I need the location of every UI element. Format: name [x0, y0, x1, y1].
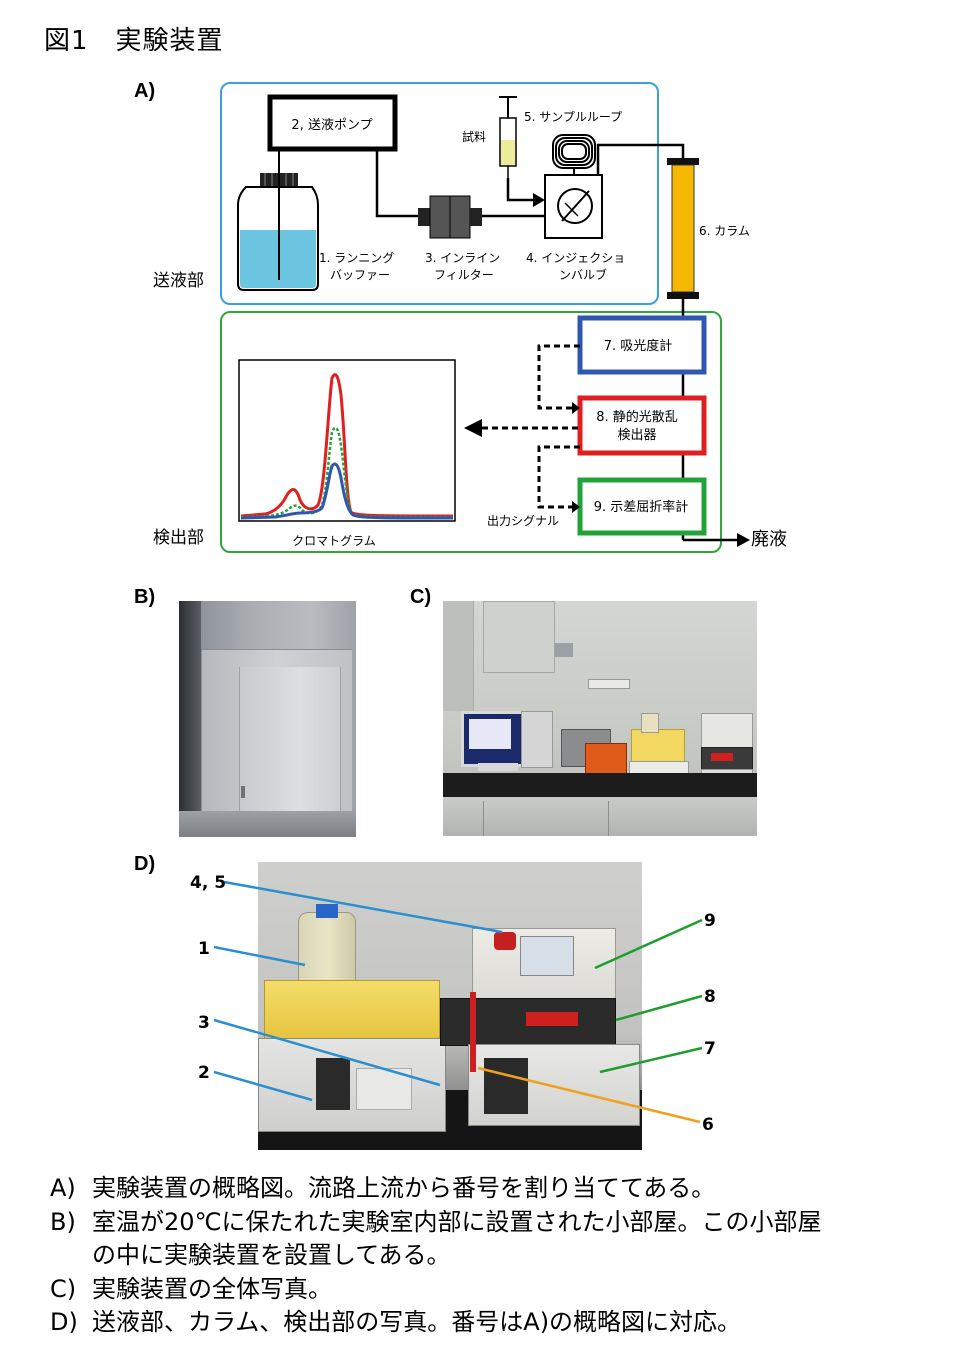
sample-syringe-icon	[499, 96, 517, 178]
column-icon	[667, 158, 699, 299]
chromatogram-label: クロマトグラム	[292, 534, 376, 548]
callout-1: 1	[198, 939, 210, 959]
sls-detector-box	[577, 395, 707, 456]
callout-2: 2	[198, 1063, 210, 1083]
filter-label-line2: フィルター	[434, 268, 494, 282]
callout-6: 6	[702, 1115, 714, 1135]
output-label: 出力シグナル	[487, 514, 559, 528]
caption-a-text: 実験装置の概略図。流路上流から番号を割り当ててある。	[92, 1174, 716, 1202]
injection-valve-icon	[544, 174, 603, 239]
caption-b-text-2: の中に実験装置を設置してある。	[92, 1241, 451, 1269]
pump-label: 2, 送液ポンプ	[291, 118, 372, 133]
feed-section-label: 送液部	[153, 271, 204, 291]
caption-b-text-1: 室温が20℃に保たれた実験室内部に設置された小部屋。この小部屋	[92, 1208, 822, 1236]
caption-c-key: C)	[50, 1275, 77, 1303]
closeup-callouts: 4, 5 1 3 2 9 8 7 6	[190, 873, 716, 1135]
closeup-photo	[258, 862, 642, 1150]
panel-c-label: C)	[410, 586, 432, 608]
filter-label-line1: 3. インライン	[425, 251, 500, 265]
panel-d-label: D)	[134, 853, 156, 875]
callout-9: 9	[704, 911, 716, 931]
sample-label: 試料	[462, 129, 486, 144]
caption-d-key: D)	[50, 1308, 78, 1336]
callout-3: 3	[198, 1013, 210, 1033]
signal-lines	[480, 344, 580, 509]
schematic-diagram: 2, 送液ポンプ 試料 5. サンプルループ	[153, 82, 787, 553]
uv-label: 7. 吸光度計	[604, 338, 673, 354]
caption-d-text: 送液部、カラム、検出部の写真。番号はA)の概略図に対応。	[92, 1308, 742, 1336]
inline-filter-icon	[418, 195, 482, 239]
uv-trace	[240, 462, 454, 520]
valve-label-line2: ンバルブ	[559, 267, 607, 282]
callout-4-5: 4, 5	[190, 873, 226, 893]
sls-label-line1: 8. 静的光散乱	[596, 409, 678, 425]
signal-arrow-icon	[464, 419, 482, 437]
sls-label-line2: 検出器	[617, 428, 656, 443]
callout-7: 7	[704, 1039, 716, 1059]
caption-d: D) 送液部、カラム、検出部の写真。番号はA)の概略図に対応。	[50, 1306, 741, 1339]
callout-8: 8	[704, 987, 716, 1007]
loop-label: 5. サンプルループ	[524, 110, 622, 124]
caption-c: C) 実験装置の全体写真。	[50, 1273, 332, 1306]
buffer-label-line1: 1. ランニング	[319, 251, 394, 265]
overall-setup-photo	[443, 601, 757, 836]
caption-a-key: A)	[50, 1174, 76, 1202]
caption-a: A) 実験装置の概略図。流路上流から番号を割り当ててある。	[50, 1172, 715, 1205]
figure-title: 図1 実験装置	[44, 26, 224, 56]
buffer-label-line2: バッファー	[330, 268, 390, 282]
ri-label: 9. 示差屈折率計	[594, 499, 689, 515]
sample-loop-icon	[552, 134, 596, 175]
panel-b-label: B)	[134, 586, 156, 608]
pump-box	[267, 94, 398, 152]
caption-c-text: 実験装置の全体写真。	[92, 1275, 332, 1303]
buffer-bottle-icon	[237, 149, 319, 291]
panel-a-label: A)	[134, 80, 156, 102]
room-photo	[179, 601, 356, 837]
ri-detector-box	[577, 477, 707, 536]
column-label: 6. カラム	[699, 224, 750, 238]
valve-label-line1: 4. インジェクショ	[526, 251, 625, 265]
caption-b: B) 室温が20℃に保たれた実験室内部に設置された小部屋。この小部屋 の中に実験装…	[50, 1206, 822, 1272]
feed-section-box	[220, 82, 659, 305]
detect-section-label: 検出部	[153, 528, 204, 548]
caption-b-key: B)	[50, 1208, 76, 1236]
waste-label: 廃液	[751, 529, 787, 550]
detect-section-box	[220, 311, 722, 553]
